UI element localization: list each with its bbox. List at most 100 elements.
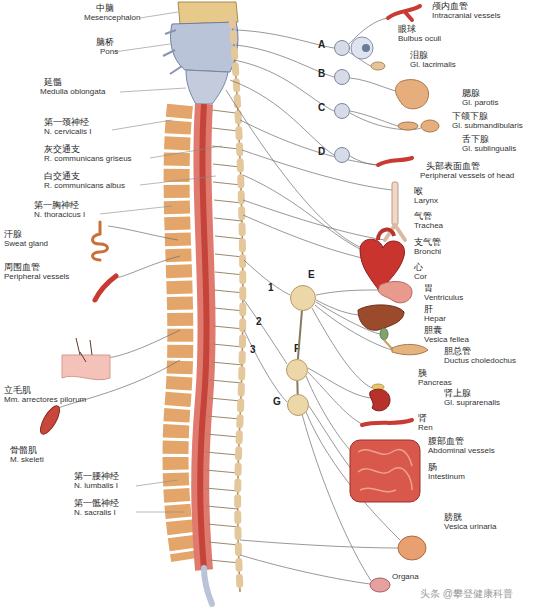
organ-name-chinese: 胆总管 — [444, 346, 471, 356]
organ-name-latin: Pons — [100, 47, 118, 56]
lacrimal-gland — [371, 62, 385, 70]
medulla-shape — [186, 70, 228, 104]
organ-name-chinese: 骨骼肌 — [10, 445, 37, 455]
organ-name-latin: Intracranial vessels — [432, 11, 500, 20]
ganglion-outline — [286, 359, 308, 381]
organ-name-chinese: 周围血管 — [4, 262, 40, 272]
ganglion-node: E — [290, 285, 316, 311]
organ-name-latin: Mesencephalon — [84, 13, 140, 22]
organ-name-latin: N. cervicalis I — [44, 127, 92, 136]
ganglion-node: A — [334, 40, 350, 56]
ganglion-connector — [296, 381, 298, 394]
ganglion-letter: G — [273, 396, 281, 407]
ganglion-node: D — [334, 147, 350, 163]
organ-name-chinese: 颅内血管 — [432, 1, 468, 11]
organ-name-latin: Gl. lacrimalis — [410, 60, 456, 69]
organ-name-latin: Gl. submandibularis — [452, 121, 523, 130]
organ-name-chinese: 灰交通支 — [44, 144, 80, 154]
organ-name-chinese: 肾 — [418, 413, 427, 423]
organ-name-latin: Pancreas — [418, 378, 452, 387]
sympathetic-trunk — [232, 18, 243, 592]
ganglion-letter: B — [318, 68, 325, 79]
cranial-nerve-stubs — [163, 30, 182, 74]
organ-name-chinese: 膀胱 — [444, 512, 462, 522]
ganglion-circle — [335, 148, 350, 163]
organ-name-latin: M. skeleti — [10, 455, 44, 464]
ganglion-letter: A — [318, 39, 325, 50]
organ-name-latin: Larynx — [414, 196, 438, 205]
spinal-cord-core — [200, 104, 206, 570]
ganglion-circle — [335, 70, 350, 85]
organ-name-chinese: 心 — [414, 262, 423, 272]
ganglion-outline — [290, 285, 316, 311]
organ-name-latin: Sweat gland — [4, 239, 48, 248]
vertebral-segments — [176, 105, 184, 560]
organ-name-latin: R. communicans albus — [44, 181, 125, 190]
intestine — [350, 440, 420, 502]
watermark: 头条 @攀登健康科普 — [420, 588, 513, 600]
organ-name-latin: Bulbus oculi — [398, 34, 441, 43]
organ-name-chinese: 第一骶神经 — [74, 498, 119, 508]
organ-name-chinese: 腹部血管 — [428, 436, 464, 446]
organ-name-latin: Vesica urinaria — [444, 522, 496, 531]
organ-name-latin: Bronchi — [414, 247, 441, 256]
ganglion-letter: D — [318, 146, 325, 157]
callout-number: 1 — [268, 282, 274, 294]
organ-name-chinese: 中脑 — [96, 3, 114, 13]
ganglion-letter: F — [294, 343, 300, 354]
intracranial-vessel — [388, 6, 420, 20]
eyeball — [351, 37, 373, 59]
organ-name-chinese: 头部表面血管 — [426, 161, 480, 171]
ganglion-connector — [298, 311, 302, 359]
organ-name-chinese: 肾上腺 — [444, 388, 471, 398]
leader-lines — [100, 12, 222, 512]
iris — [362, 44, 370, 52]
organ-name-latin: Ventriculus — [424, 293, 463, 302]
organ-name-chinese: 舌下腺 — [462, 134, 489, 144]
organ-name-latin: Organa — [392, 572, 419, 581]
genital-organ — [370, 578, 390, 592]
ganglion-circle — [288, 395, 309, 416]
organ-name-latin: Mm. arrectores pilorum — [4, 395, 86, 404]
organ-name-latin: Peripheral vessels — [4, 272, 69, 281]
organ-name-latin: Abdominal vessels — [428, 446, 495, 455]
organ-name-latin: Vesica fellea — [424, 335, 469, 344]
organ-name-latin: N. lumbalis I — [74, 481, 118, 490]
pons-shape — [171, 22, 238, 72]
organ-name-latin: Cor — [414, 272, 427, 281]
ganglion-node: B — [334, 69, 350, 85]
trunk-ganglia — [232, 18, 243, 592]
organ-name-chinese: 第一胸神经 — [34, 200, 79, 210]
organ-name-latin: Gl. suprarenalis — [444, 398, 500, 407]
organ-name-chinese: 立毛肌 — [4, 385, 31, 395]
organ-name-chinese: 第一颈神经 — [44, 117, 89, 127]
organ-name-latin: Medulla oblongata — [40, 87, 105, 96]
organ-name-chinese: 汗腺 — [4, 229, 22, 239]
ganglion-node: F — [286, 359, 308, 381]
spinal-cord — [200, 104, 206, 570]
head-vessel — [378, 158, 412, 165]
organ-name-chinese: 腮腺 — [462, 88, 480, 98]
hair-and-arrector — [76, 338, 92, 362]
sweat-gland — [93, 222, 108, 260]
ganglion-outline — [334, 103, 350, 119]
organ-name-chinese: 白交通支 — [44, 171, 80, 181]
skin-patch — [62, 355, 110, 380]
bronchi — [385, 225, 405, 240]
organ-name-chinese: 泪腺 — [410, 50, 428, 60]
callout-number: 2 — [256, 316, 262, 328]
gallbladder — [380, 328, 388, 340]
pancreas — [392, 344, 428, 354]
organ-name-chinese: 胃 — [424, 283, 433, 293]
ganglion-circle — [287, 360, 308, 381]
kidney — [370, 389, 390, 411]
organ-name-latin: Peripheral vessels of head — [420, 171, 514, 180]
ganglion-circle — [291, 286, 316, 311]
somatic-nerve-fibres — [58, 226, 180, 408]
liver — [358, 305, 404, 330]
organ-name-chinese: 眼球 — [398, 24, 416, 34]
organ-name-chinese: 支气管 — [414, 237, 441, 247]
organ-name-chinese: 延髓 — [44, 77, 62, 87]
